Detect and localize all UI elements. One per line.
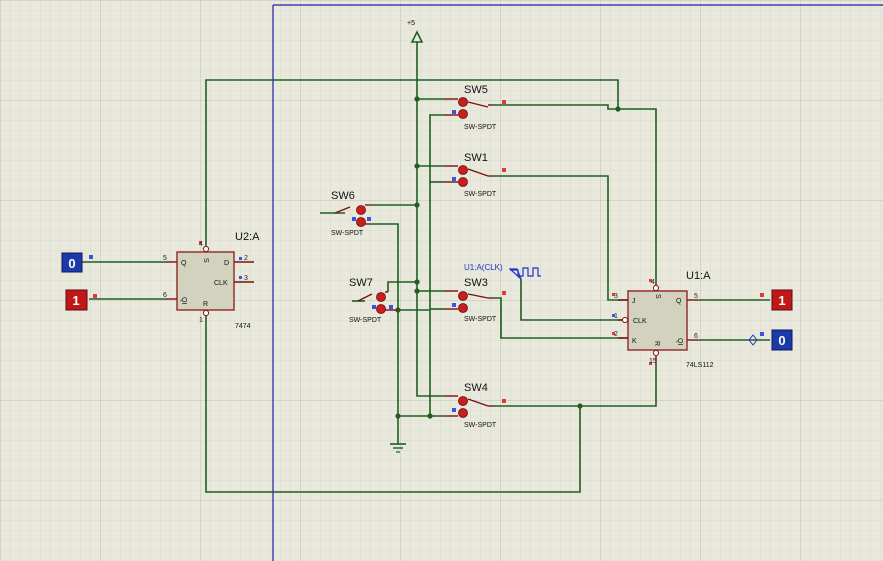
sw7-type: SW-SPDT: [349, 317, 382, 324]
switch-sw3[interactable]: SW3 SW-SPDT: [445, 277, 506, 323]
u1-pin-q-number: 5: [694, 293, 698, 300]
ground-terminal[interactable]: [390, 443, 406, 453]
switch-sw1[interactable]: SW1 SW-SPDT: [445, 152, 506, 198]
u2-pin-q-label: Q: [181, 260, 187, 267]
sheet-border: [272, 4, 883, 561]
power-terminal[interactable]: +5: [407, 20, 424, 43]
chip-u1[interactable]: J CLK K S R Q QI 3 1 2 4 15 5 6 U1:A 74L…: [612, 270, 714, 369]
u2-pin-r-number: 1: [199, 317, 203, 324]
u1-pin-k-number: 2: [614, 331, 618, 338]
u2-pin-qi-number: 6: [163, 292, 167, 299]
u1-part: 74LS112: [686, 362, 714, 369]
u2-pin-s-label: S: [202, 258, 209, 263]
u2-pin-d-number: 2: [244, 255, 248, 262]
u2-part: 7474: [235, 323, 251, 330]
power-label: +5: [407, 20, 415, 27]
logic-probe-u1-qi[interactable]: 0: [748, 329, 793, 351]
logic-probe-u1-q[interactable]: 1: [760, 289, 793, 311]
u1-pin-qi-number: 6: [694, 333, 698, 340]
u1-pin-s-label: S: [654, 294, 661, 299]
sw7-name: SW7: [349, 277, 373, 289]
u1-pin-clk-number: 1: [614, 313, 618, 320]
switch-sw7[interactable]: SW7 SW-SPDT: [349, 277, 398, 324]
logic-state-u2-q[interactable]: 0: [61, 252, 93, 273]
u1-pin-q-label: Q: [676, 298, 682, 305]
u1-pin-j-label: J: [632, 298, 636, 305]
u2-name: U2:A: [235, 231, 260, 243]
u1-qi-state: 0: [778, 333, 785, 348]
clock-label: U1:A(CLK): [464, 263, 503, 272]
sw4-name: SW4: [464, 382, 488, 394]
sw5-type: SW-SPDT: [464, 124, 497, 131]
u2-pin-clk-label: CLK: [214, 280, 228, 287]
u2-pin-q-number: 5: [163, 255, 167, 262]
u2-qi-state: 1: [72, 293, 79, 308]
sw3-name: SW3: [464, 277, 488, 289]
wires: [82, 42, 770, 493]
sw6-type: SW-SPDT: [331, 230, 364, 237]
sw5-name: SW5: [464, 84, 488, 96]
u1-name: U1:A: [686, 270, 711, 282]
u1-pin-r-number: 15: [649, 358, 657, 365]
sw3-type: SW-SPDT: [464, 316, 497, 323]
u1-q-state: 1: [778, 293, 785, 308]
chip-u2[interactable]: Q QI S R D CLK 5 6 4 1 2 3 U2:A 7474: [163, 231, 260, 330]
sw4-type: SW-SPDT: [464, 422, 497, 429]
u2-pin-s-number: 4: [199, 241, 203, 248]
sw1-name: SW1: [464, 152, 488, 164]
switch-sw5[interactable]: SW5 SW-SPDT: [445, 84, 506, 131]
u1-pin-qi-label: QI: [676, 338, 683, 345]
clock-generator[interactable]: U1:A(CLK): [464, 263, 541, 280]
u1-pin-r-label: R: [653, 341, 660, 346]
switch-sw6[interactable]: SW6 SW-SPDT: [331, 190, 371, 237]
u1-pin-clk-label: CLK: [633, 318, 647, 325]
u2-pin-clk-number: 3: [244, 275, 248, 282]
u2-pin-r-label: R: [203, 301, 208, 308]
u1-pin-k-label: K: [632, 338, 637, 345]
logic-state-u2-qi[interactable]: 1: [65, 289, 97, 311]
u2-pin-d-label: D: [224, 260, 229, 267]
sw1-type: SW-SPDT: [464, 191, 497, 198]
junction-dots: [395, 96, 621, 419]
u1-pin-s-number: 4: [651, 279, 655, 286]
switch-sw4[interactable]: SW4 SW-SPDT: [445, 382, 506, 429]
sw6-name: SW6: [331, 190, 355, 202]
u1-pin-j-number: 3: [614, 293, 618, 300]
u2-q-state: 0: [68, 256, 75, 271]
u2-pin-qi-label: QI: [180, 297, 187, 304]
